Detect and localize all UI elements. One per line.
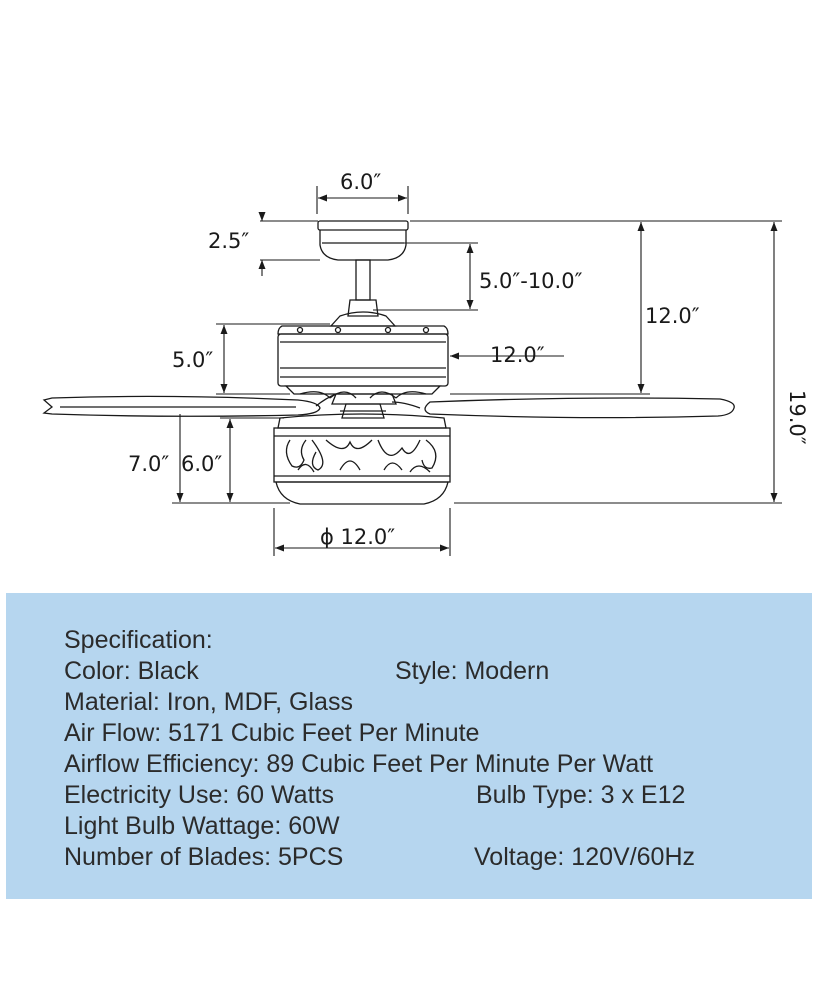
light-kit-total-label: 7.0″ — [128, 452, 169, 476]
spec-heading: Specification: — [64, 626, 213, 654]
ceiling-fan-drawing — [42, 220, 735, 505]
canopy-height-label: 2.5″ — [208, 229, 249, 253]
spec-color: Color: Black — [64, 657, 199, 685]
downrod-length-label: 5.0″-10.0″ — [479, 269, 583, 293]
spec-air-flow: Air Flow: 5171 Cubic Feet Per Minute — [64, 719, 480, 747]
spec-bulb-type: Bulb Type: 3 x E12 — [476, 781, 686, 809]
downrod — [329, 259, 397, 327]
motor-housing — [277, 325, 449, 399]
spec-blades: Number of Blades: 5PCS — [64, 843, 344, 871]
fan-blades — [42, 393, 735, 419]
fan-dimension-diagram: 6.0″ 2.5″ 5.0″-10.0″ 12.0″ 19.0″ 5.0″ 12… — [42, 170, 809, 556]
spec-electricity-use: Electricity Use: 60 Watts — [64, 781, 334, 809]
height-to-blades-label: 12.0″ — [645, 304, 700, 328]
spec-material: Material: Iron, MDF, Glass — [64, 688, 353, 716]
specification-panel — [6, 593, 812, 899]
canopy — [317, 220, 409, 261]
light-kit-diameter-label: ϕ 12.0″ — [320, 525, 395, 549]
switch-housing — [331, 393, 397, 419]
spec-style: Style: Modern — [395, 657, 550, 685]
spec-bulb-wattage: Light Bulb Wattage: 60W — [64, 812, 340, 840]
light-kit — [273, 413, 451, 505]
dimension-lines — [172, 186, 782, 556]
light-kit-height-label: 6.0″ — [181, 452, 222, 476]
total-height-label: 19.0″ — [785, 390, 809, 445]
motor-width-label: 12.0″ — [490, 343, 545, 367]
spec-voltage: Voltage: 120V/60Hz — [474, 843, 695, 871]
motor-height-label: 5.0″ — [172, 348, 213, 372]
canopy-width-label: 6.0″ — [340, 170, 381, 194]
spec-airflow-efficiency: Airflow Efficiency: 89 Cubic Feet Per Mi… — [64, 750, 654, 778]
